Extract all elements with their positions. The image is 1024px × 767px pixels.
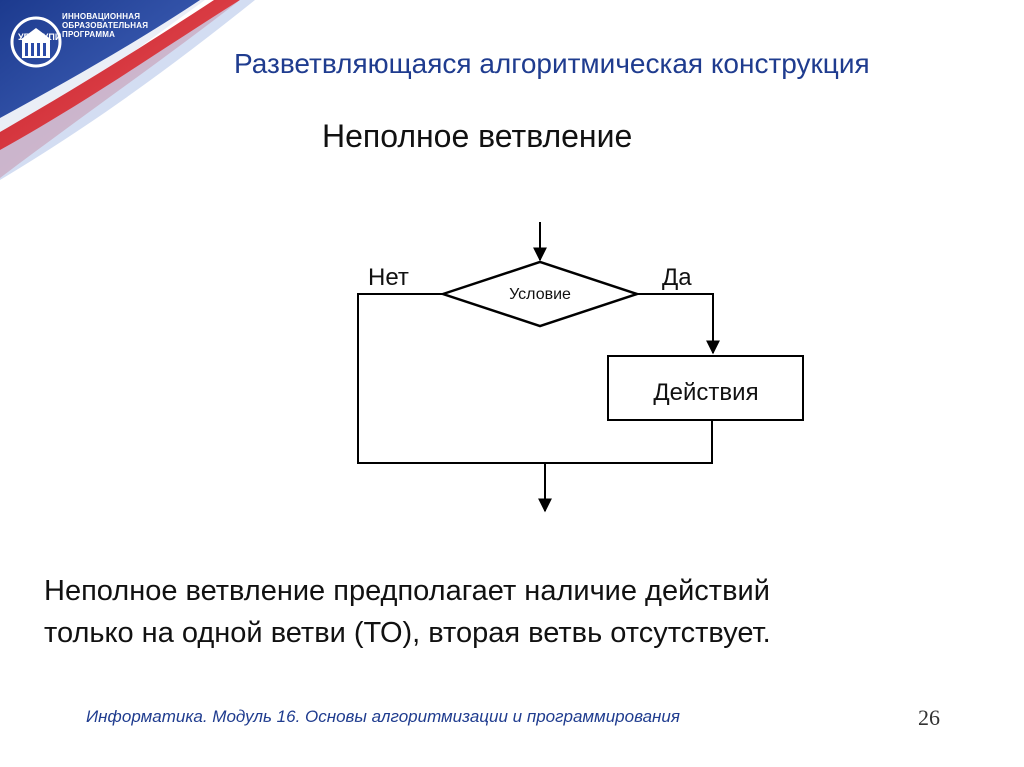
description-line: только на одной ветви (ТО), вторая ветвь… [44,617,771,649]
yes-branch-label: Да [662,264,692,291]
action-box [607,355,804,421]
university-logo-icon [10,16,62,68]
logo-badge: УГТУ-УПИ [18,32,62,42]
yes-branch-line [637,293,720,355]
page-number: 26 [918,705,940,730]
slide-title: Разветвляющаяся алгоритмическая конструк… [234,48,870,79]
logo-text: ИННОВАЦИОННАЯ ОБРАЗОВАТЕЛЬНАЯ ПРОГРАММА [62,12,148,39]
action-label: Действия [653,379,759,406]
action-exit-line [545,420,713,464]
logo-line: ПРОГРАММА [62,30,116,39]
corner-decoration [0,0,255,180]
no-branch-line [357,293,545,464]
description-line: Неполное ветвление предполагает наличие … [44,575,770,607]
no-branch-label: Нет [368,264,409,291]
footer-text: Информатика. Модуль 16. Основы алгоритми… [86,707,680,726]
logo-line: ИННОВАЦИОННАЯ [62,12,141,21]
logo-line: ОБРАЗОВАТЕЛЬНАЯ [62,21,149,30]
slide-subtitle: Неполное ветвление [322,118,633,154]
condition-label: Условие [509,286,571,303]
description: Неполное ветвление предполагает наличие … [44,570,944,654]
